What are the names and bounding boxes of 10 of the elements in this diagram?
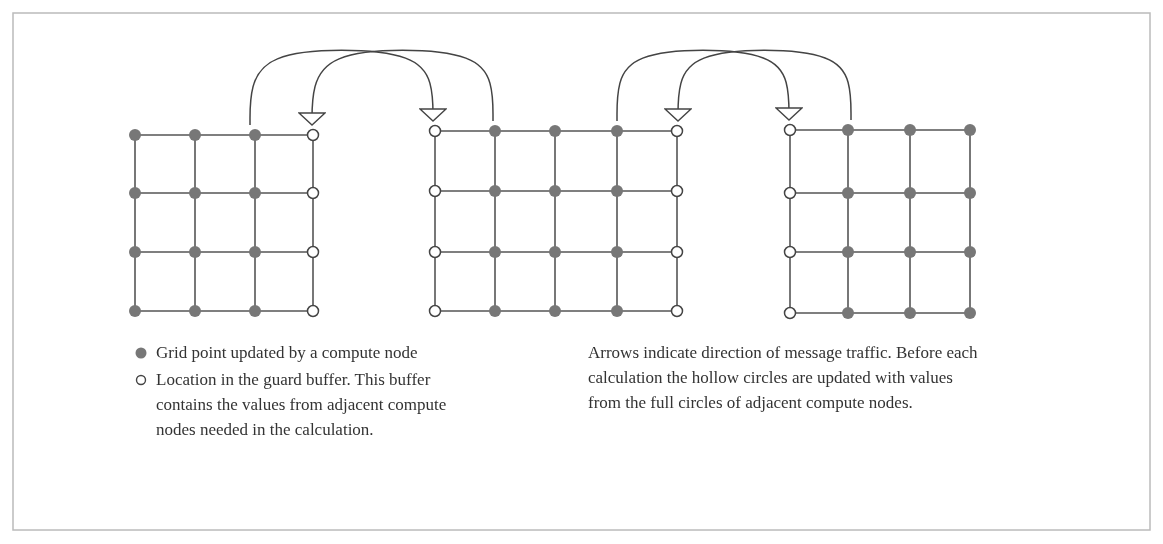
- grid-drawing: [428, 124, 684, 318]
- arrow: [249, 49, 447, 126]
- grid-drawing: [783, 123, 977, 320]
- arrow: [616, 49, 803, 122]
- legend-text: Location in the guard buffer. This buffer contains the values from adjacent compute nodes needed in the calculation.: [156, 369, 448, 441]
- legend-text: Grid point updated by a compute node: [156, 342, 419, 364]
- grid-drawing: [128, 128, 320, 318]
- arrow: [664, 49, 852, 122]
- arrow: [298, 49, 494, 126]
- note-text: Arrows indicate direction of message traffic. Before each calculation the hollow circles are updated with values from the full circles of adjacent compute nodes.: [588, 342, 979, 414]
